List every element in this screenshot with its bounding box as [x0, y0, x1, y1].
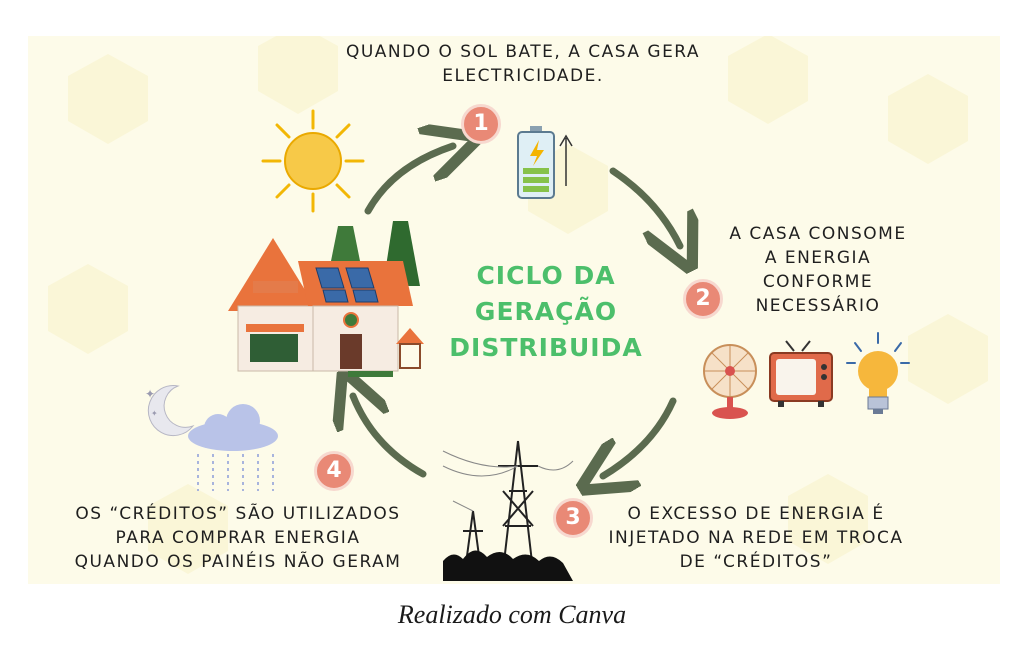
step-2-caption: A CASA CONSOME A ENERGIA CONFORME NECESS… [708, 222, 928, 318]
sun-icon [261, 109, 365, 213]
cycle-arrows [28, 36, 1000, 584]
arrow-appliances-to-grid [603, 397, 677, 476]
step-4-badge: 4 [314, 451, 354, 491]
tv-icon [769, 340, 833, 407]
caption-line: CONFORME [762, 272, 874, 292]
step-2-badge: 2 [683, 279, 723, 319]
step-3-caption: O EXCESSO DE ENERGIA É INJETADO NA REDE … [586, 502, 926, 574]
caption-line: ELECTRICIDADE. [442, 66, 604, 86]
step-4-caption: OS “CRÉDITOS” SÃO UTILIZADOS PARA COMPRA… [48, 502, 428, 574]
caption-line: INJETADO NA REDE EM TROCA [608, 528, 904, 548]
caption-line: NECESSÁRIO [755, 296, 881, 316]
power-tower-icon [442, 440, 574, 581]
title-line: DISTRIBUIDA [449, 333, 643, 362]
step-3-badge: 3 [553, 498, 593, 538]
step-1-caption: QUANDO O SOL BATE, A CASA GERA ELECTRICI… [308, 40, 738, 88]
house-icon [228, 221, 424, 377]
caption-line: A CASA CONSOME [729, 224, 907, 244]
caption-line: PARA COMPRAR ENERGIA [115, 528, 361, 548]
caption-line: QUANDO OS PAINÉIS NÃO GERAM [74, 552, 402, 572]
svg-text:✦: ✦ [145, 387, 155, 401]
title-line: GERAÇÃO [474, 297, 618, 326]
moon-cloud-icon: ✦ ✦ [145, 385, 278, 491]
svg-text:✦: ✦ [151, 409, 158, 418]
diagram-title: CICLO DA GERAÇÃO DISTRIBUIDA [446, 258, 646, 366]
arrow-house-to-battery [364, 146, 453, 215]
footer-caption: Realizado com Canva [397, 600, 627, 629]
caption-line: DE “CRÉDITOS” [679, 552, 833, 572]
arrow-grid-to-house [353, 396, 427, 478]
title-line: CICLO DA [476, 261, 616, 290]
lightbulb-icon [846, 332, 910, 414]
caption-line: A ENERGIA [764, 248, 872, 268]
arrow-battery-to-appliances [609, 167, 680, 246]
diagram-canvas: ✦ ✦ [28, 36, 1000, 584]
caption-line: OS “CRÉDITOS” SÃO UTILIZADOS [75, 504, 401, 524]
battery-icon [517, 126, 573, 199]
fan-icon [703, 344, 757, 419]
caption-line: O EXCESSO DE ENERGIA É [627, 504, 885, 524]
caption-line: QUANDO O SOL BATE, A CASA GERA [345, 42, 701, 62]
step-1-badge: 1 [461, 104, 501, 144]
